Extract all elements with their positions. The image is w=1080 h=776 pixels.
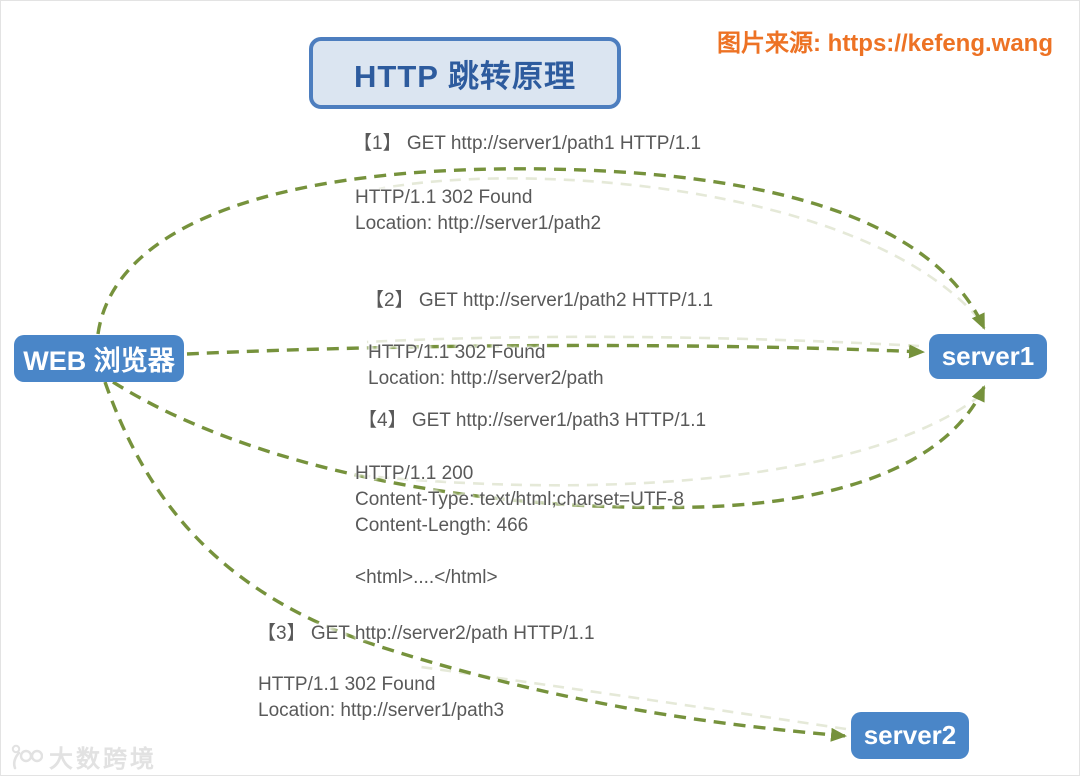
response-2-line-1: HTTP/1.1 302 Found — [368, 342, 546, 363]
watermark: 大数跨境 — [9, 739, 157, 774]
request-1-arrow — [96, 167, 986, 335]
response-1-line-2: Location: http://server1/path2 — [355, 213, 602, 234]
request-3-arrow — [103, 381, 847, 742]
response-4-curve — [356, 393, 982, 487]
watermark-brand: 大数跨境 — [49, 746, 157, 773]
response-4-body: <html>....</html> — [355, 567, 498, 588]
response-4-label: HTTP/1.1 200 Content-Type: text/html;cha… — [355, 461, 684, 539]
response-3-line-2: Location: http://server1/path3 — [258, 700, 505, 721]
node-web-browser-label: WEB 浏览器 — [23, 346, 175, 376]
response-1-label: HTTP/1.1 302 Found Location: http://serv… — [355, 185, 601, 237]
node-server1: server1 — [929, 334, 1047, 379]
response-2-line-2: Location: http://server2/path — [368, 368, 604, 389]
request-4-label: 【4】 GET http://server1/path3 HTTP/1.1 — [358, 410, 707, 431]
response-2-curve — [366, 335, 920, 348]
node-server1-label: server1 — [941, 341, 1035, 371]
node-server2-label: server2 — [863, 720, 957, 750]
response-4-line-1: HTTP/1.1 200 — [355, 463, 474, 484]
response-4-line-2: Content-Type: text/html;charset=UTF-8 — [355, 489, 684, 510]
response-3-curve — [420, 665, 847, 731]
diagram-title-box: HTTP 跳转原理 — [309, 37, 621, 109]
response-1-curve — [378, 177, 980, 320]
request-2-label: 【2】 GET http://server1/path2 HTTP/1.1 — [365, 290, 714, 311]
request-4-arrow — [112, 380, 986, 510]
request-1-label: 【1】 GET http://server1/path1 HTTP/1.1 — [353, 133, 702, 154]
response-3-line-1: HTTP/1.1 302 Found — [258, 674, 436, 695]
image-source-note: 图片来源: https://kefeng.wang — [717, 30, 1053, 57]
request-2-arrow — [186, 343, 925, 359]
response-3-label: HTTP/1.1 302 Found Location: http://serv… — [258, 672, 504, 724]
node-web-browser: WEB 浏览器 — [14, 335, 184, 382]
response-2-label: HTTP/1.1 302 Found Location: http://serv… — [368, 340, 604, 392]
response-4-line-3: Content-Length: 466 — [355, 515, 529, 536]
watermark-logo-icon — [11, 744, 43, 769]
request-3-label: 【3】 GET http://server2/path HTTP/1.1 — [257, 623, 595, 644]
diagram-title: HTTP 跳转原理 — [354, 58, 576, 94]
response-1-line-1: HTTP/1.1 302 Found — [355, 187, 533, 208]
node-server2: server2 — [851, 712, 969, 759]
